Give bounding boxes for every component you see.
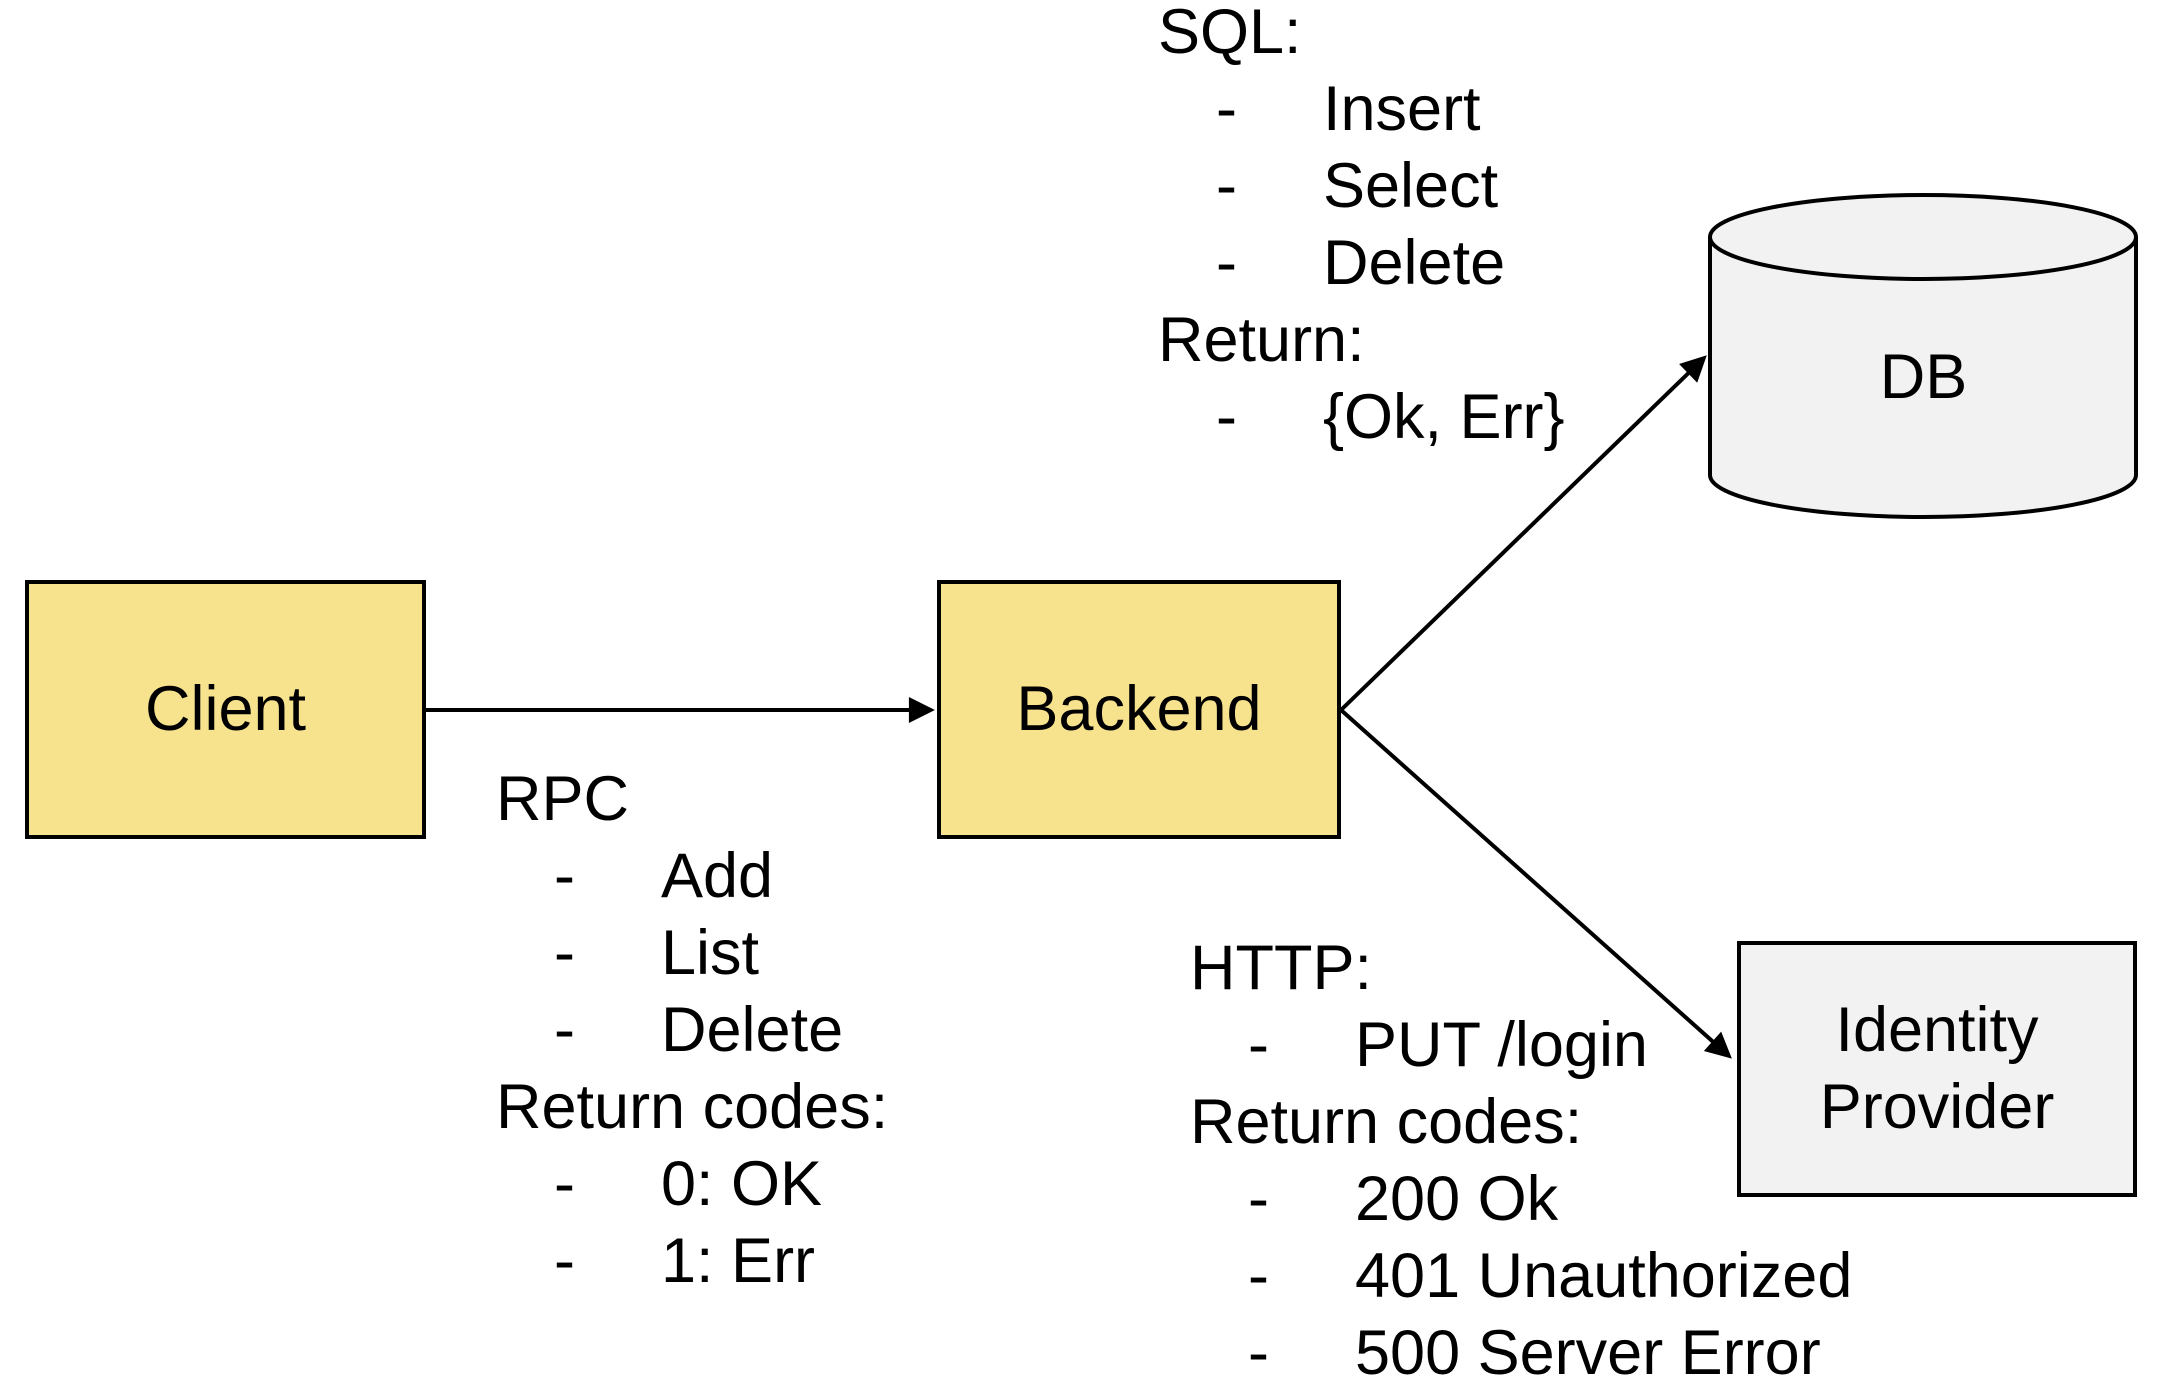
bullet-dash: -	[1216, 382, 1237, 452]
node-identity-provider-label: Identity Provider	[1819, 995, 2055, 1142]
annotation-line-heading: Return codes:	[496, 1069, 888, 1146]
annotation-text: Insert	[1323, 74, 1481, 144]
annotation-text: Select	[1323, 151, 1499, 221]
annotation-text: SQL:	[1158, 0, 1302, 67]
bullet-dash: -	[1248, 1164, 1269, 1234]
annotation-text: {Ok, Err}	[1323, 382, 1565, 452]
bullet-dash: -	[1248, 1318, 1269, 1388]
node-db-label: DB	[1879, 341, 1968, 412]
node-client-label: Client	[144, 674, 307, 744]
node-identity-provider: Identity Provider	[1737, 941, 2137, 1197]
backend-db-arrow	[1339, 355, 1707, 712]
bullet-dash: -	[554, 1149, 575, 1219]
bullet-dash: -	[554, 841, 575, 911]
node-backend: Backend	[937, 580, 1341, 839]
annotation-line-item: - Delete	[1158, 225, 1565, 302]
annotation-line-heading: Return codes:	[1190, 1084, 1852, 1161]
annotation-text: 1: Err	[661, 1226, 816, 1296]
annotation-line-heading: RPC	[496, 761, 888, 838]
bullet-dash: -	[554, 918, 575, 988]
annotation-text: Delete	[1323, 228, 1506, 298]
bullet-dash: -	[1216, 151, 1237, 221]
annotation-line-heading: HTTP:	[1190, 930, 1852, 1007]
bullet-dash: -	[554, 1226, 575, 1296]
annotation-line-item: - Add	[496, 838, 888, 915]
annotation-text: Delete	[661, 995, 844, 1065]
annotation-line-item: - 0: OK	[496, 1146, 888, 1223]
bullet-dash: -	[1216, 228, 1237, 298]
annotation-line-heading: SQL:	[1158, 0, 1565, 71]
annotation-line-item: - 200 Ok	[1190, 1161, 1852, 1238]
node-backend-label: Backend	[1016, 674, 1262, 744]
annotation-text: 401 Unauthorized	[1355, 1241, 1853, 1311]
annotation-text: HTTP:	[1190, 933, 1372, 1003]
backend-idp-arrow	[1339, 708, 1732, 1059]
annotation-text: 0: OK	[661, 1149, 823, 1219]
annotation-text: 200 Ok	[1355, 1164, 1559, 1234]
annotation-line-item: - {Ok, Err}	[1158, 379, 1565, 456]
annotation-text: List	[661, 918, 760, 988]
bullet-dash: -	[1216, 74, 1237, 144]
annotation-line-item: - Select	[1158, 148, 1565, 225]
annotation-line-item: - Insert	[1158, 71, 1565, 148]
annotation-text: Return codes:	[496, 1072, 889, 1142]
annotation-text: 500 Server Error	[1355, 1318, 1821, 1388]
db-cylinder-top	[1708, 193, 2138, 281]
bullet-dash: -	[1248, 1010, 1269, 1080]
annotation-text: PUT /login	[1355, 1010, 1648, 1080]
annotation-text: Return codes:	[1190, 1087, 1583, 1157]
annotation-text: RPC	[496, 764, 630, 834]
annotation-text: Add	[661, 841, 774, 911]
annotation-line-item: - 401 Unauthorized	[1190, 1238, 1852, 1315]
annotation-line-item: - List	[496, 915, 888, 992]
annotation-line-heading: Return:	[1158, 302, 1565, 379]
db-cylinder-body	[1708, 237, 2138, 519]
annotation-line-item: - PUT /login	[1190, 1007, 1852, 1084]
node-client: Client	[25, 580, 426, 839]
bullet-dash: -	[554, 995, 575, 1065]
bullet-dash: -	[1248, 1241, 1269, 1311]
annotation-text: Return:	[1158, 305, 1365, 375]
annotation-line-item: - Delete	[496, 992, 888, 1069]
annotation-line-item: - 1: Err	[496, 1223, 888, 1300]
annotation-line-item: - 500 Server Error	[1190, 1315, 1852, 1392]
